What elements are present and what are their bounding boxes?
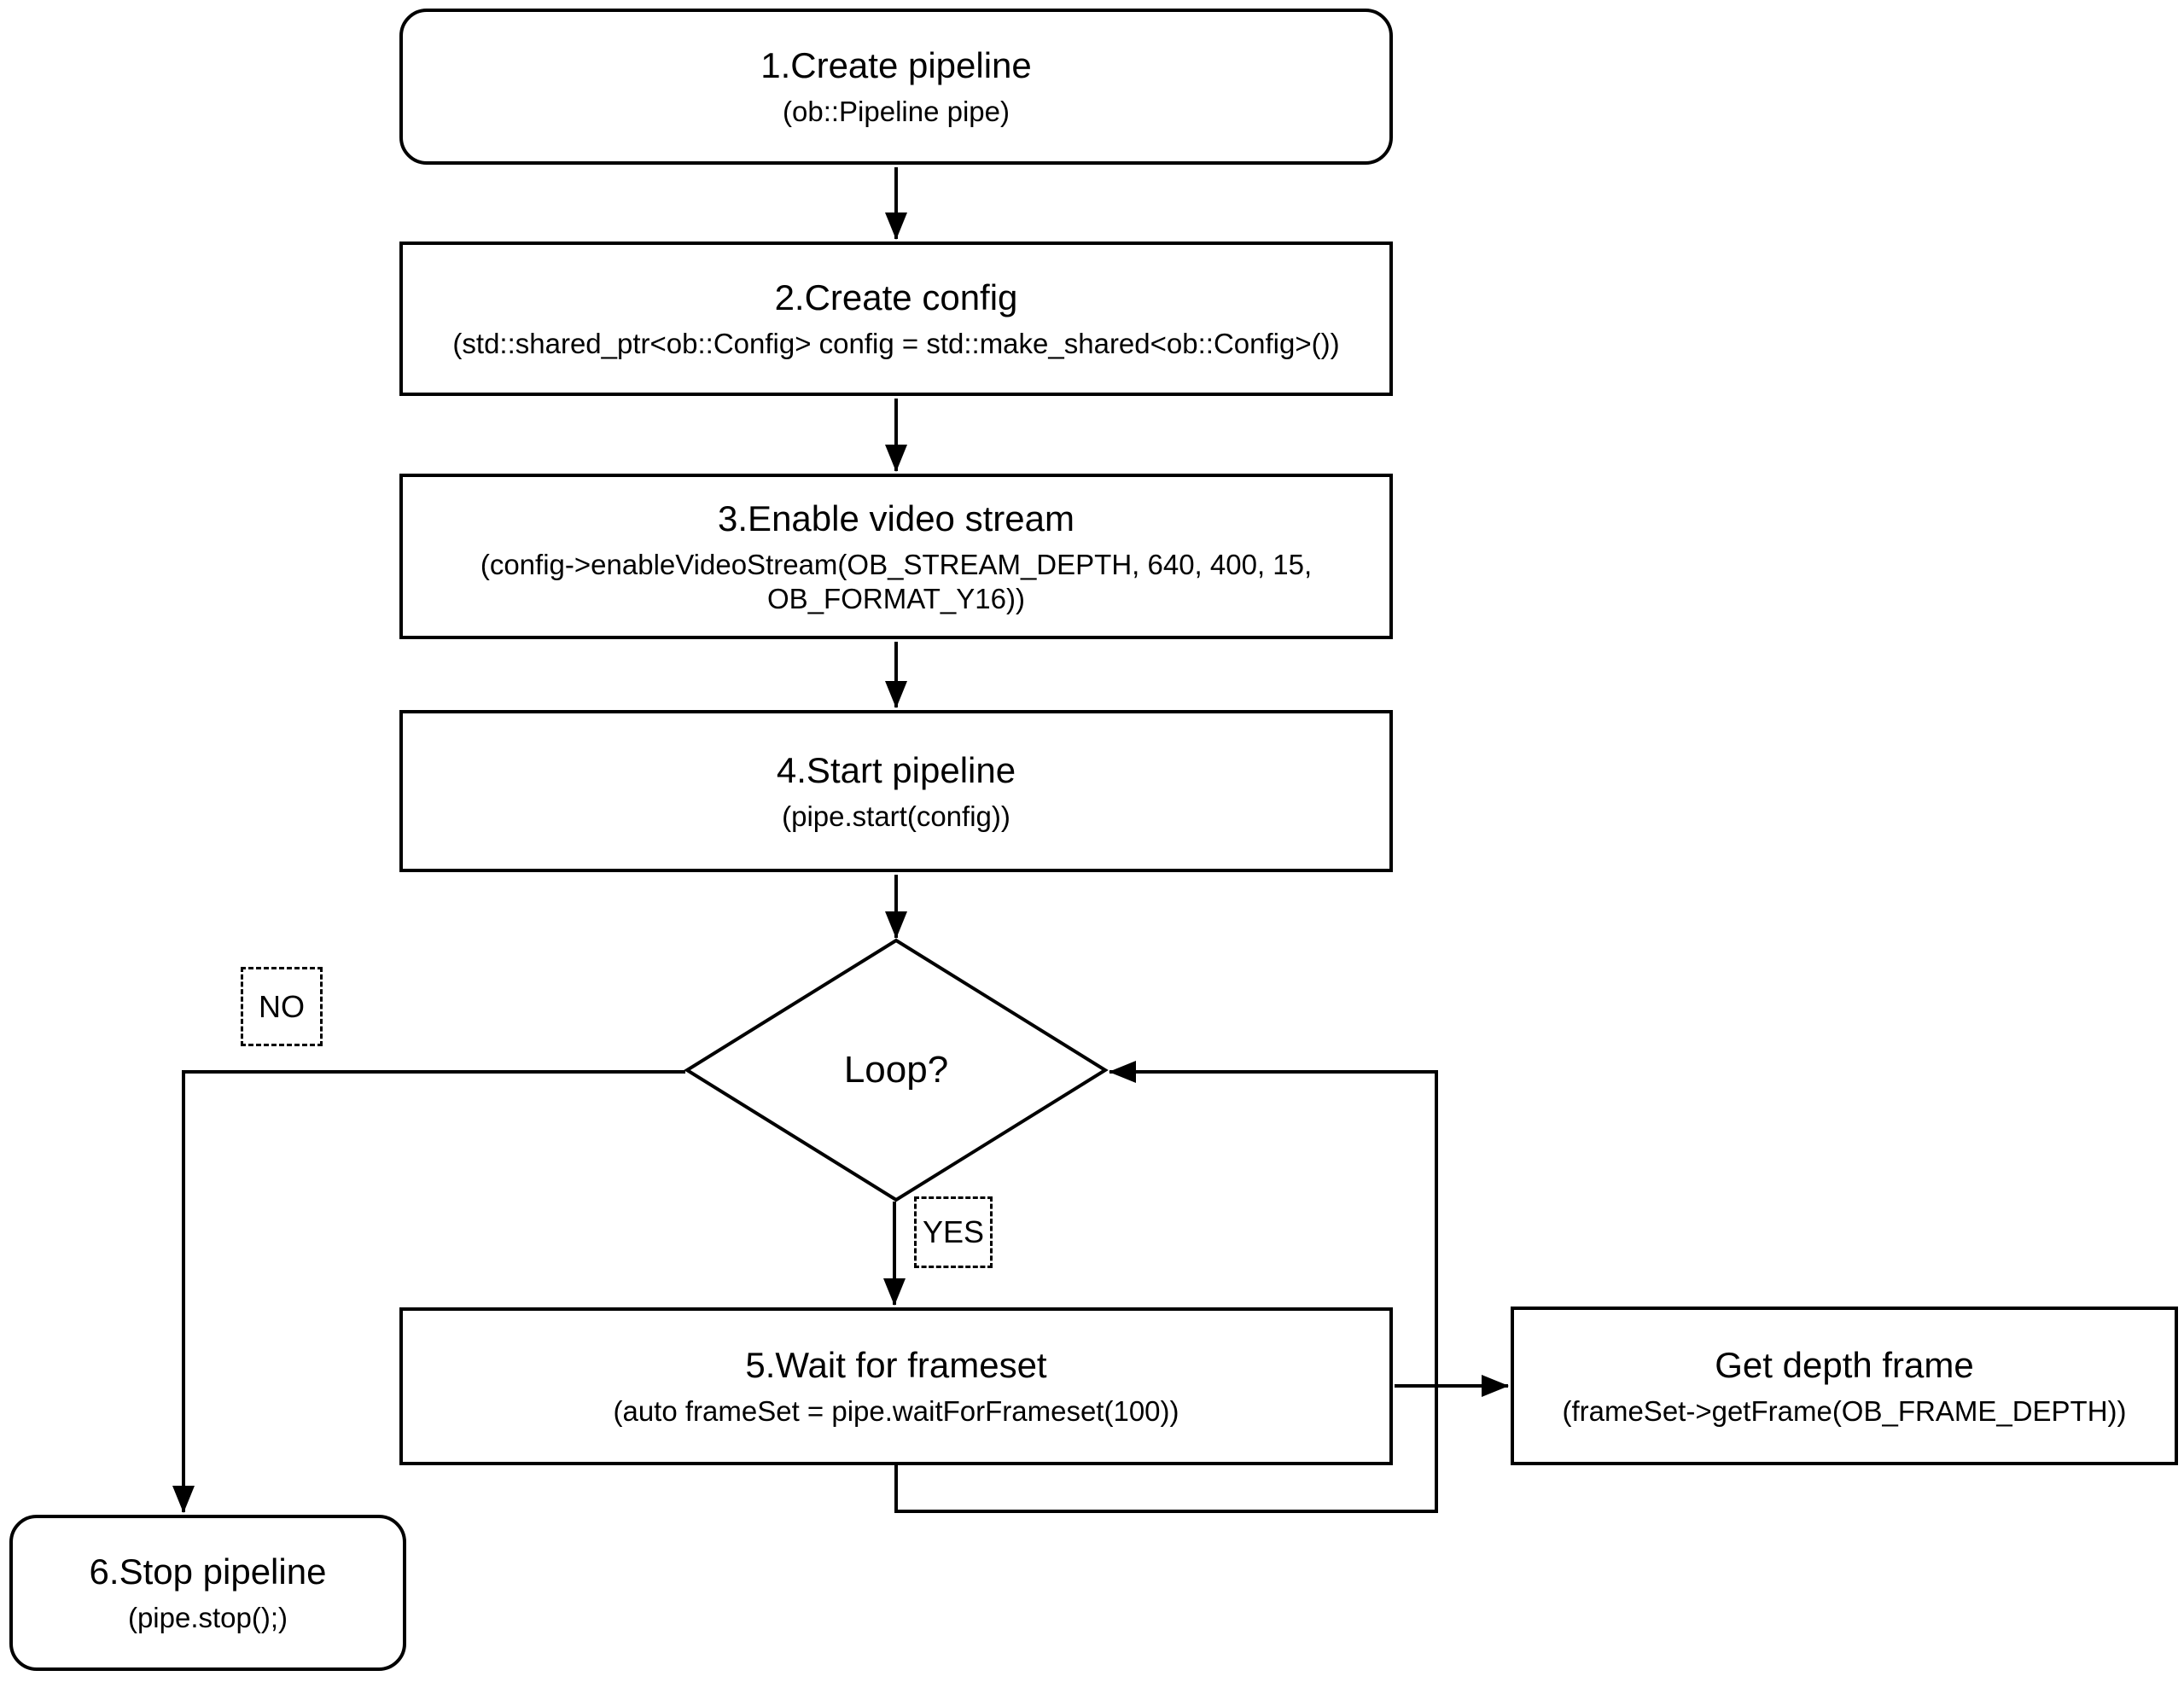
edge-label-yes-text: YES xyxy=(922,1214,985,1249)
node-title: 3.Enable video stream xyxy=(718,498,1075,538)
edge-label-no-text: NO xyxy=(259,988,305,1024)
edge-label-no: NO xyxy=(241,967,323,1046)
node-code: (auto frameSet = pipe.waitForFrameset(10… xyxy=(613,1395,1179,1428)
node-title: 1.Create pipeline xyxy=(760,45,1032,85)
node-code: (config->enableVideoStream(OB_STREAM_DEP… xyxy=(480,549,1313,614)
node-code: (pipe.start(config)) xyxy=(782,800,1010,832)
node-code: (std::shared_ptr<ob::Config> config = st… xyxy=(452,328,1340,360)
node-title: Get depth frame xyxy=(1715,1344,1974,1385)
node-enable-video-stream: 3.Enable video stream (config->enableVid… xyxy=(399,474,1393,639)
node-start-pipeline: 4.Start pipeline (pipe.start(config)) xyxy=(399,710,1393,872)
node-title: 4.Start pipeline xyxy=(776,749,1016,790)
node-code: (ob::Pipeline pipe) xyxy=(783,96,1010,128)
node-loop-decision-label: Loop? xyxy=(843,1049,949,1091)
node-stop-pipeline: 6.Stop pipeline (pipe.stop();) xyxy=(9,1515,406,1671)
edge-loop-no-to-stop xyxy=(172,1070,685,1513)
node-title: 6.Stop pipeline xyxy=(89,1551,327,1592)
node-title: 5.Wait for frameset xyxy=(745,1345,1047,1385)
node-code: (pipe.stop();) xyxy=(127,1602,288,1634)
node-create-config: 2.Create config (std::shared_ptr<ob::Con… xyxy=(399,242,1393,396)
node-create-pipeline: 1.Create pipeline (ob::Pipeline pipe) xyxy=(399,9,1393,165)
edge-label-yes: YES xyxy=(914,1196,993,1268)
node-wait-for-frameset: 5.Wait for frameset (auto frameSet = pip… xyxy=(399,1307,1393,1465)
node-title: 2.Create config xyxy=(774,277,1018,317)
edge-wait-loopback-to-loop xyxy=(894,1061,1438,1513)
decision-diamond-shape xyxy=(684,938,1109,1202)
node-code: (frameSet->getFrame(OB_FRAME_DEPTH)) xyxy=(1562,1394,2127,1427)
node-get-depth-frame: Get depth frame (frameSet->getFrame(OB_F… xyxy=(1511,1307,2178,1465)
